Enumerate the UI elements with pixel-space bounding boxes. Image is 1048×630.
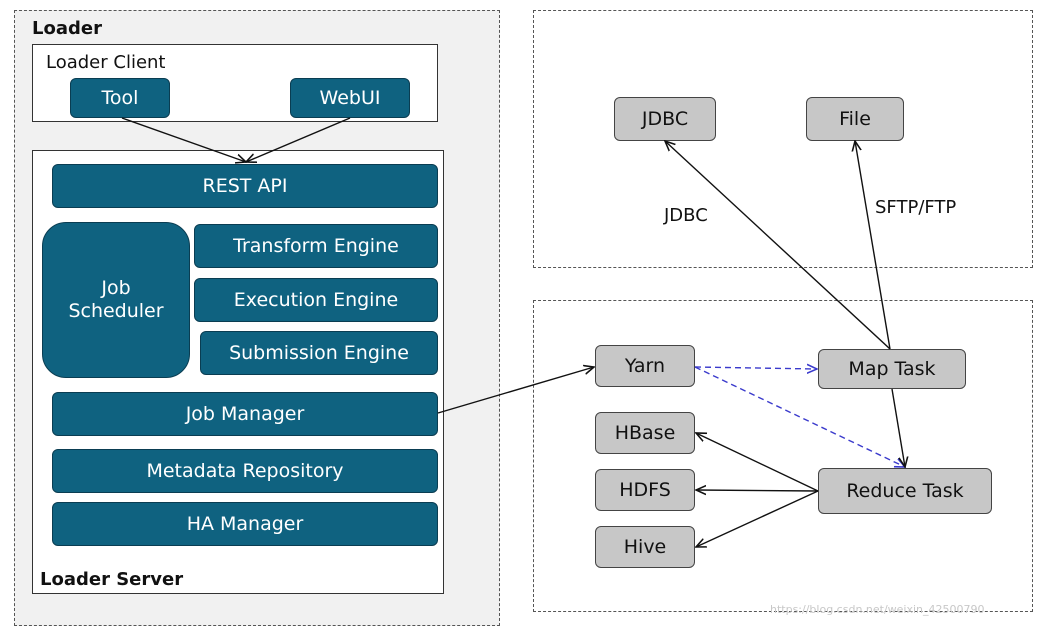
loader-server-title: Loader Server (40, 569, 184, 590)
ha-manager-node: HA Manager (52, 502, 438, 546)
webui-node: WebUI (290, 78, 410, 118)
reduce-task-node: Reduce Task (818, 468, 992, 514)
job-manager-node: Job Manager (52, 392, 438, 436)
sftp-edge-label: SFTP/FTP (875, 197, 957, 218)
submission-engine-node: Submission Engine (200, 331, 438, 375)
job-scheduler-node: Job Scheduler (42, 222, 190, 378)
hive-node: Hive (595, 526, 695, 568)
loader-title: Loader (32, 18, 102, 39)
tool-node: Tool (70, 78, 170, 118)
transform-engine-node: Transform Engine (194, 224, 438, 268)
metadata-repository-node: Metadata Repository (52, 449, 438, 493)
hbase-node: HBase (595, 412, 695, 454)
map-task-node: Map Task (818, 349, 966, 389)
jdbc-edge-label: JDBC (664, 205, 708, 226)
loader-client-title: Loader Client (46, 52, 166, 73)
sources-container (533, 10, 1033, 268)
jdbc-node: JDBC (614, 97, 716, 141)
watermark: https://blog.csdn.net/weixin_42500790 (770, 603, 985, 616)
hdfs-node: HDFS (595, 469, 695, 511)
execution-engine-node: Execution Engine (194, 278, 438, 322)
rest-api-node: REST API (52, 164, 438, 208)
file-node: File (806, 97, 904, 141)
yarn-node: Yarn (595, 345, 695, 387)
